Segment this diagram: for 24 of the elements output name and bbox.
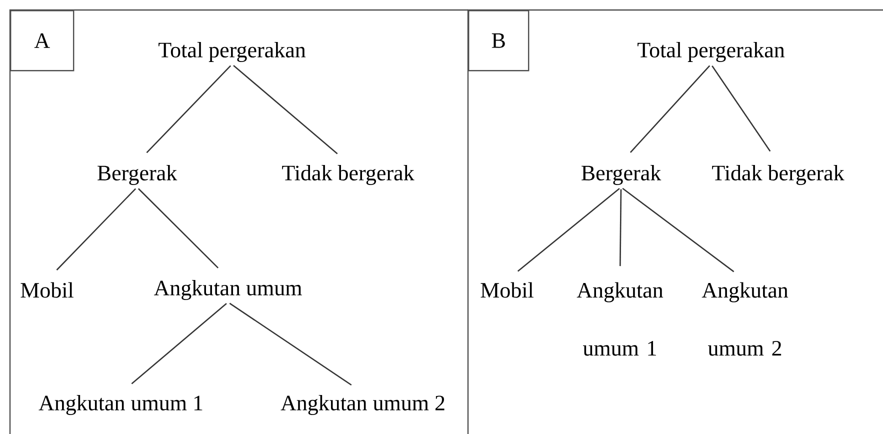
tree-line <box>622 188 734 272</box>
tree-line <box>56 188 136 270</box>
tree-label: Angkutan umum 2 <box>280 395 444 416</box>
tree-line <box>517 188 620 272</box>
tree-label: Tidak bergerak <box>282 165 414 186</box>
tree-line <box>138 188 219 268</box>
tree-line <box>229 302 352 386</box>
tree-line <box>146 65 232 154</box>
tree-line <box>620 189 622 266</box>
tree-line <box>131 303 227 384</box>
tree-label: Angkutan umum <box>154 280 302 300</box>
tree-label: Total pergerakan <box>158 42 306 62</box>
tree-label: Total pergerakan <box>638 42 785 62</box>
tree-line <box>630 65 710 153</box>
tree-label: Mobil <box>20 282 74 298</box>
tree-label: Tidak bergerak <box>712 165 844 186</box>
tree-label: Bergerak <box>582 165 662 186</box>
tree-line <box>233 65 338 154</box>
tree-label: Angkutan umum 1 <box>576 282 664 356</box>
tree-label: Bergerak <box>98 165 178 186</box>
tree-label: Angkutan umum 1 <box>38 395 202 416</box>
tree-line <box>712 66 771 152</box>
tree-label: Angkutan umum 2 <box>702 282 788 356</box>
tree-label: Mobil <box>480 282 534 298</box>
